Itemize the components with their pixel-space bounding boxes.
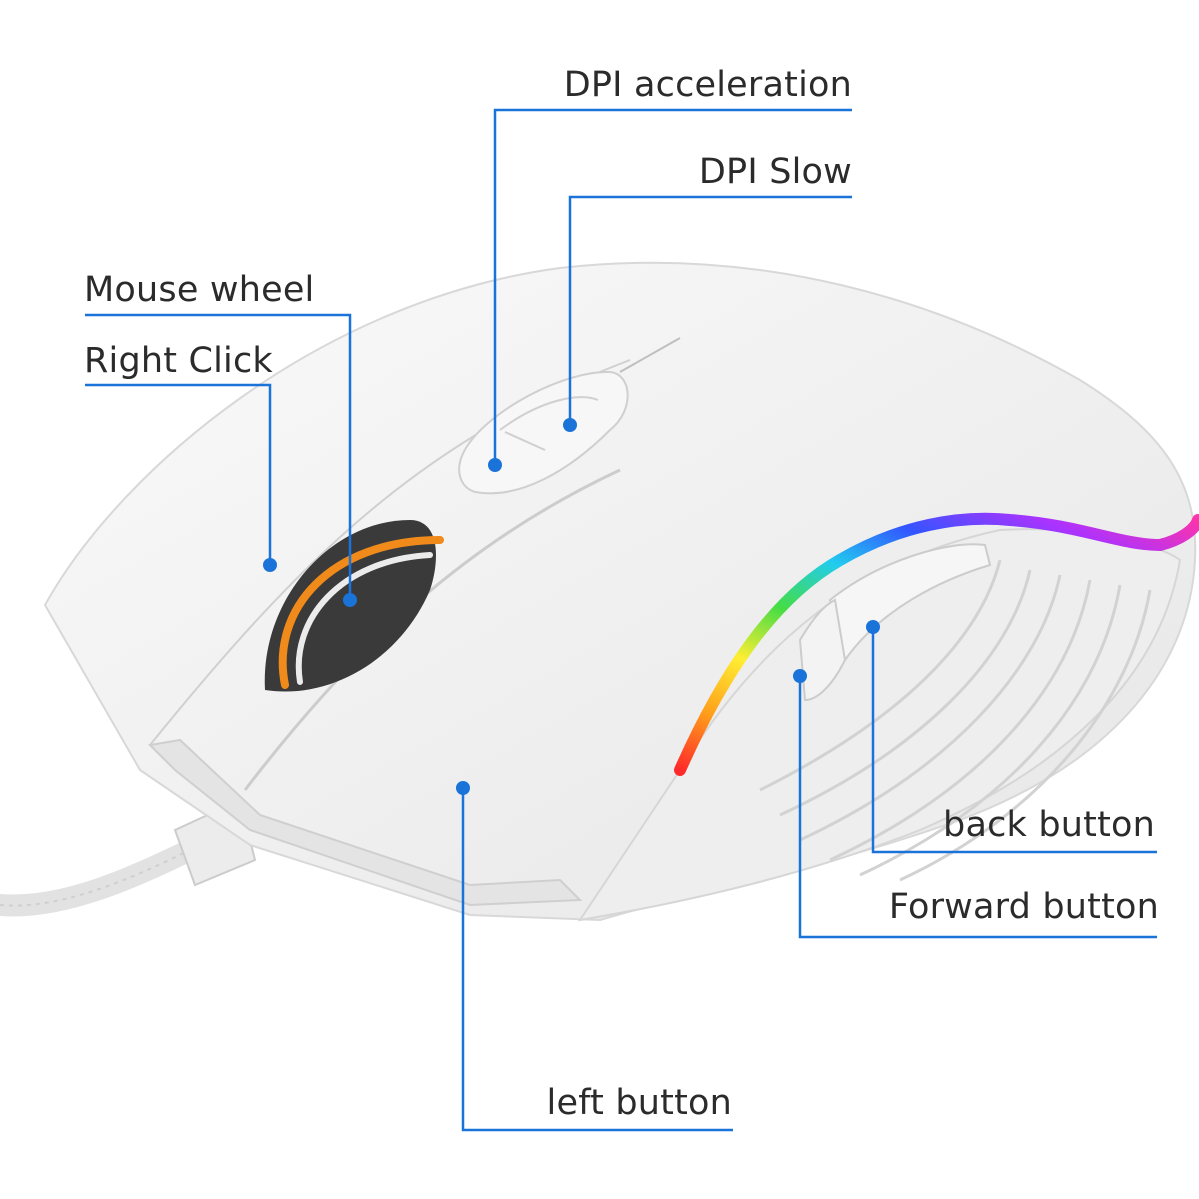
- label-dpi-acceleration: DPI acceleration: [563, 65, 852, 105]
- forward-button-shape: [798, 598, 847, 702]
- cable: [0, 834, 211, 917]
- front-lip: [147, 738, 583, 907]
- wheel: [278, 536, 444, 689]
- label-dpi-slow: DPI Slow: [698, 152, 852, 192]
- label-right-click: Right Click: [84, 341, 273, 381]
- label-forward-button: Forward button: [888, 887, 1159, 927]
- label-mouse-wheel: Mouse wheel: [84, 270, 315, 310]
- label-left-button: left button: [546, 1083, 732, 1123]
- rgb-light-strip: [674, 512, 1199, 776]
- callout-lines: [85, 108, 1157, 1132]
- label-back-button: back button: [943, 805, 1155, 845]
- callout-dots: [263, 418, 880, 795]
